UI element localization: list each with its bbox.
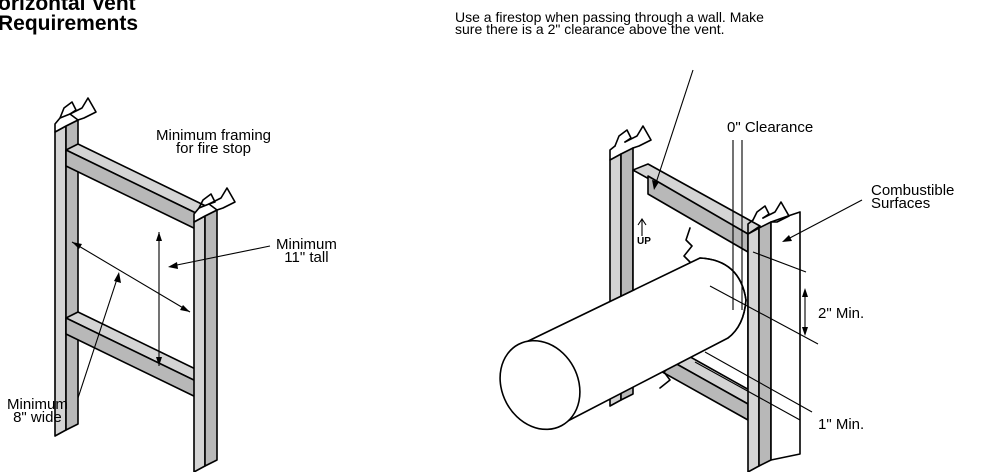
wide-leader xyxy=(77,275,119,399)
tall-line-1: Minimum xyxy=(276,236,337,253)
bottom-header xyxy=(65,311,215,401)
wide-label: Minimum 8" wide xyxy=(7,396,68,426)
wall-right-stud xyxy=(747,201,801,472)
tall-dimension-arrow xyxy=(156,232,162,366)
note-line-1: Use a firestop when passing through a wa… xyxy=(455,9,764,25)
up-arrow-icon xyxy=(637,218,647,236)
page-title: orizontal Vent Requirements xyxy=(0,0,138,34)
zero-clearance-label: 0" Clearance xyxy=(727,119,814,136)
tall-label: Minimum 11" tall xyxy=(276,236,337,266)
tall-line-2: 11" tall xyxy=(284,249,329,266)
one-min-line-a xyxy=(704,351,813,413)
right-stud xyxy=(193,187,236,472)
one-min-label: 1" Min. xyxy=(818,416,865,433)
left-stud xyxy=(54,97,97,437)
two-min-line-a xyxy=(752,251,807,273)
firestop-leader xyxy=(654,69,694,187)
title-line-1: orizontal Vent xyxy=(0,0,136,15)
left-framing-figure xyxy=(54,97,271,472)
two-min-line-b xyxy=(709,285,819,345)
framing-label: Minimum framing for fire stop xyxy=(156,127,272,157)
wide-line-1: Minimum xyxy=(7,396,68,413)
wide-line-2: 8" wide xyxy=(13,409,62,426)
two-min-arrow xyxy=(802,288,808,336)
framing-line-2: for fire stop xyxy=(176,140,252,157)
vent-pipe xyxy=(499,257,747,431)
note-line-2: sure there is a 2" clearance above the v… xyxy=(455,21,725,37)
combustible-line-1: Combustible xyxy=(871,182,955,199)
combustible-label: Combustible Surfaces xyxy=(871,182,955,212)
tall-leader xyxy=(171,245,271,267)
framing-line-1: Minimum framing xyxy=(156,127,272,144)
top-header xyxy=(65,143,215,233)
two-min-label: 2" Min. xyxy=(818,305,865,322)
combustible-leader xyxy=(785,199,863,241)
title-line-2: Requirements xyxy=(0,12,139,35)
one-min-line-b xyxy=(694,361,801,421)
up-marker-label: UP xyxy=(637,236,651,247)
right-wall-figure xyxy=(499,69,863,472)
firestop-note: Use a firestop when passing through a wa… xyxy=(455,9,764,37)
wide-dimension-arrow xyxy=(71,241,191,313)
combustible-line-2: Surfaces xyxy=(871,195,931,212)
